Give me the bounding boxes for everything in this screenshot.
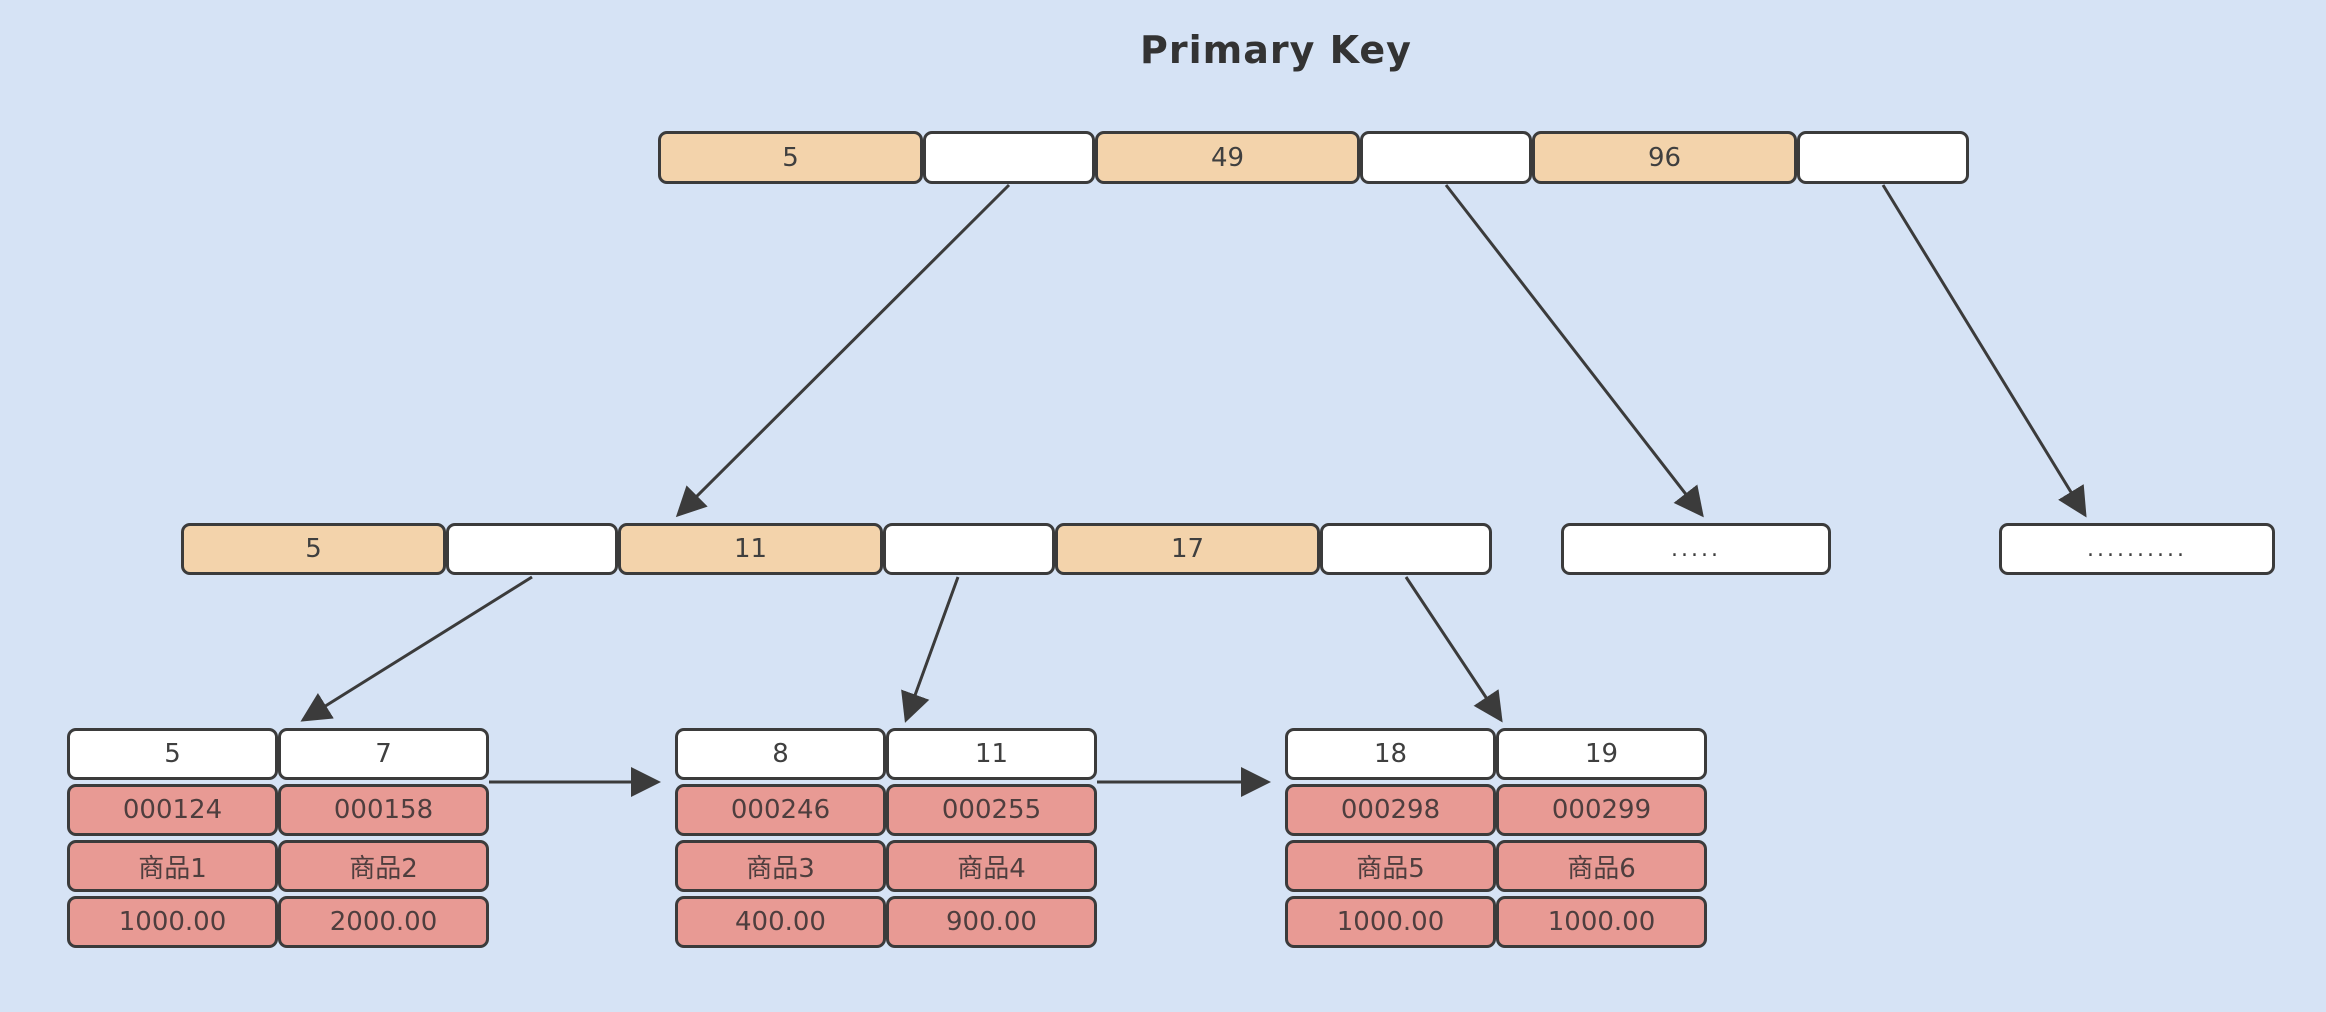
arrow-root-to-overflow-left: [1444, 184, 1704, 518]
arrow-root-to-internal-node: [675, 183, 1011, 518]
leaf-key-cell: 7: [278, 728, 489, 780]
leaf-record-price-cell: 1000.00: [1285, 896, 1496, 948]
root-node: 5 49 96: [658, 131, 1969, 184]
arrow-root-to-overflow-right: [1881, 184, 2087, 518]
internal-key-cell: 11: [618, 523, 883, 575]
arrow-internal-to-leaf-2: [901, 576, 960, 723]
leaf-key-cell: 5: [67, 728, 278, 780]
leaf-record-name-cell: 商品6: [1496, 840, 1707, 892]
root-pointer-cell: [923, 131, 1095, 184]
leaf-column: 7 000158 商品2 2000.00: [278, 728, 489, 948]
leaf-record-id-cell: 000158: [278, 784, 489, 836]
arrow-internal-to-leaf-1: [300, 575, 533, 722]
root-pointer-cell: [1360, 131, 1532, 184]
internal-pointer-cell: [883, 523, 1055, 575]
leaf-record-name-cell: 商品1: [67, 840, 278, 892]
internal-key-cell: 5: [181, 523, 446, 575]
leaf-key-cell: 19: [1496, 728, 1707, 780]
internal-pointer-cell: [1320, 523, 1492, 575]
leaf-record-name-cell: 商品3: [675, 840, 886, 892]
leaf-node-3: 18 000298 商品5 1000.00 19 000299 商品6 1000…: [1285, 728, 1707, 948]
leaf-record-name-cell: 商品2: [278, 840, 489, 892]
leaf-node-1: 5 000124 商品1 1000.00 7 000158 商品2 2000.0…: [67, 728, 489, 948]
root-pointer-cell: [1797, 131, 1969, 184]
leaf-record-id-cell: 000255: [886, 784, 1097, 836]
leaf-record-id-cell: 000299: [1496, 784, 1707, 836]
root-key-cell: 49: [1095, 131, 1360, 184]
leaf-record-price-cell: 1000.00: [67, 896, 278, 948]
leaf-record-price-cell: 1000.00: [1496, 896, 1707, 948]
leaf-column: 18 000298 商品5 1000.00: [1285, 728, 1496, 948]
internal-pointer-cell: [446, 523, 618, 575]
leaf-record-name-cell: 商品4: [886, 840, 1097, 892]
leaf-column: 19 000299 商品6 1000.00: [1496, 728, 1707, 948]
leaf-record-price-cell: 2000.00: [278, 896, 489, 948]
leaf-key-cell: 18: [1285, 728, 1496, 780]
leaf-column: 8 000246 商品3 400.00: [675, 728, 886, 948]
leaf-node-2: 8 000246 商品3 400.00 11 000255 商品4 900.00: [675, 728, 1097, 948]
leaf-record-name-cell: 商品5: [1285, 840, 1496, 892]
diagram-title: Primary Key: [1140, 28, 1412, 72]
leaf-key-cell: 8: [675, 728, 886, 780]
leaf-key-cell: 11: [886, 728, 1097, 780]
root-key-cell: 5: [658, 131, 923, 184]
overflow-node-right: ..........: [1999, 523, 2275, 575]
overflow-node-left: .....: [1561, 523, 1831, 575]
arrow-internal-to-leaf-3: [1404, 576, 1503, 723]
leaf-record-id-cell: 000124: [67, 784, 278, 836]
leaf-record-price-cell: 900.00: [886, 896, 1097, 948]
leaf-column: 5 000124 商品1 1000.00: [67, 728, 278, 948]
leaf-record-id-cell: 000246: [675, 784, 886, 836]
internal-key-cell: 17: [1055, 523, 1320, 575]
root-key-cell: 96: [1532, 131, 1797, 184]
leaf-record-id-cell: 000298: [1285, 784, 1496, 836]
internal-node: 5 11 17: [181, 523, 1492, 575]
leaf-column: 11 000255 商品4 900.00: [886, 728, 1097, 948]
leaf-record-price-cell: 400.00: [675, 896, 886, 948]
